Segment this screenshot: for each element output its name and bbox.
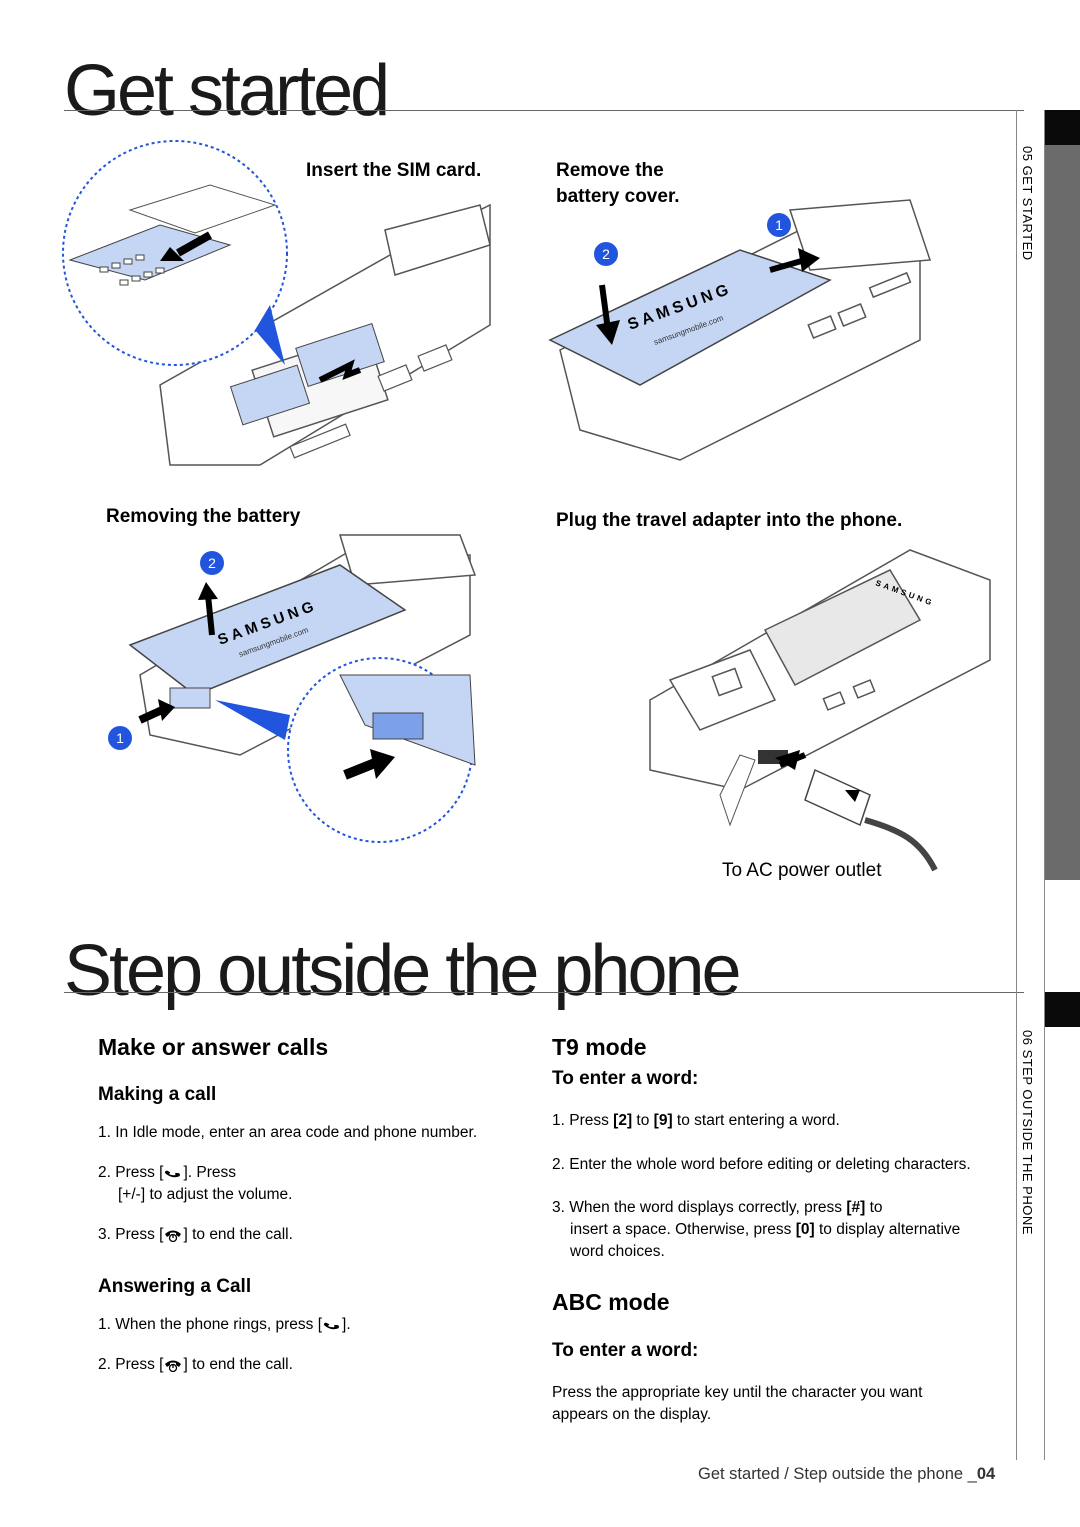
step-text: 2. Press [ — [98, 1164, 164, 1181]
key-label: [#] — [846, 1199, 866, 1216]
title-rule — [64, 992, 1024, 993]
step-text: ]. Press — [183, 1164, 237, 1181]
answering-step-2: 2. Press [ ] to end the call. — [98, 1354, 293, 1375]
step-text: 3. When the word displays correctly, pre… — [552, 1199, 847, 1216]
caption-remove-cover-1: Remove the — [556, 160, 664, 181]
t9-subheading: To enter a word: — [552, 1068, 699, 1089]
key-label: [0] — [795, 1221, 815, 1238]
sim-card-illustration — [62, 140, 491, 466]
step-text: to display alternative — [814, 1221, 961, 1238]
side-tab-step-outside: 06 STEP OUTSIDE THE PHONE — [1020, 1030, 1035, 1235]
battery-cover-illustration: SAMSUNG samsungmobile.com 1 2 — [548, 199, 932, 461]
page-footer: Get started / Step outside the phone _04 — [698, 1465, 995, 1484]
end-key-icon — [165, 1230, 182, 1242]
caption-insert-sim: Insert the SIM card. — [306, 160, 482, 181]
page-title-get-started: Get started — [64, 51, 390, 131]
step-text: ] to end the call. — [183, 1356, 293, 1373]
answering-call-heading: Answering a Call — [98, 1276, 252, 1297]
side-tab-get-started: 05 GET STARTED — [1020, 146, 1035, 261]
step-text: ] to end the call. — [183, 1226, 293, 1243]
step-text: 1. Press — [552, 1112, 614, 1129]
step-number-1: 1 — [116, 730, 124, 746]
step-number-2: 2 — [208, 555, 216, 571]
abc-text-1: Press the appropriate key until the char… — [552, 1384, 923, 1401]
sidebar-rule — [1016, 110, 1017, 1460]
making-step-2-cont: [+/-] to adjust the volume. — [118, 1186, 293, 1203]
sidebar-rule — [1044, 110, 1045, 1460]
caption-remove-cover-2: battery cover. — [556, 186, 680, 207]
caption-plug-adapter: Plug the travel adapter into the phone. — [556, 510, 903, 531]
call-key-icon — [165, 1170, 181, 1178]
step-number-1: 1 — [775, 217, 783, 233]
remove-battery-illustration: SAMSUNG samsungmobile.com 2 1 — [108, 534, 477, 843]
t9-step-1: 1. Press [2] to [9] to start entering a … — [552, 1110, 840, 1131]
making-step-3: 3. Press [ ] to end the call. — [98, 1224, 293, 1245]
page-number: 04 — [976, 1465, 996, 1483]
footer-text: Get started / Step outside the phone _ — [698, 1465, 977, 1483]
outlet-label: To AC power outlet — [722, 860, 882, 881]
key-label: [9] — [653, 1112, 673, 1129]
page-title-step-outside: Step outside the phone — [64, 931, 742, 1011]
making-step-2: 2. Press [ ]. Press — [98, 1162, 236, 1183]
step-text: ]. — [342, 1316, 351, 1333]
abc-heading: ABC mode — [552, 1289, 670, 1315]
section-tab-marker — [1045, 992, 1080, 1027]
step-text: insert a space. Otherwise, press — [570, 1221, 796, 1238]
t9-step-3-cont: insert a space. Otherwise, press [0] to … — [570, 1219, 960, 1240]
calls-heading: Make or answer calls — [98, 1034, 329, 1060]
step-text: to — [632, 1112, 654, 1129]
step-text: to — [865, 1199, 883, 1216]
title-rule — [64, 110, 1024, 111]
t9-step-3-cont2: word choices. — [570, 1243, 665, 1260]
end-key-icon — [165, 1360, 182, 1372]
travel-adapter-illustration: SAMSUNG — [649, 549, 991, 872]
step-text: 3. Press [ — [98, 1226, 164, 1243]
caption-removing-battery: Removing the battery — [106, 506, 301, 527]
t9-step-2: 2. Enter the whole word before editing o… — [552, 1156, 971, 1173]
section-tab-marker — [1045, 110, 1080, 145]
key-label: [2] — [613, 1112, 633, 1129]
step-text: 1. When the phone rings, press [ — [98, 1316, 323, 1333]
call-key-icon — [323, 1322, 339, 1330]
t9-step-3: 3. When the word displays correctly, pre… — [552, 1197, 883, 1218]
abc-subheading: To enter a word: — [552, 1340, 699, 1361]
t9-heading: T9 mode — [552, 1034, 647, 1060]
section-tab-grey — [1045, 110, 1080, 880]
answering-step-1: 1. When the phone rings, press []. — [98, 1314, 351, 1335]
abc-text-2: appears on the display. — [552, 1406, 712, 1423]
making-step-1: 1. In Idle mode, enter an area code and … — [98, 1124, 478, 1141]
step-text: to start entering a word. — [672, 1112, 840, 1129]
making-call-heading: Making a call — [98, 1084, 217, 1105]
step-number-2: 2 — [602, 246, 610, 262]
step-text: 2. Press [ — [98, 1356, 164, 1373]
